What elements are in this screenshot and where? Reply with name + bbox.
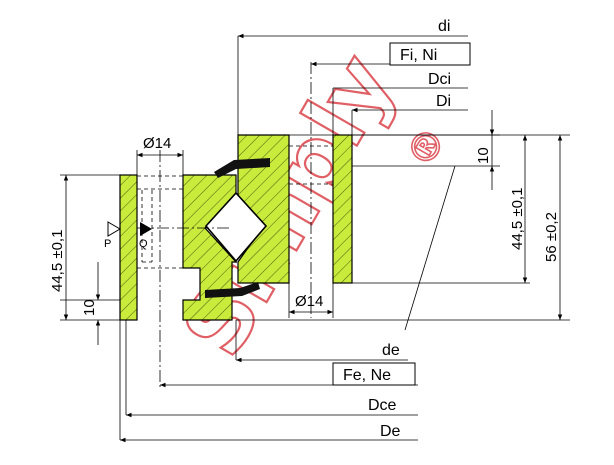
- label-fi-ni: Fi, Ni: [400, 47, 437, 64]
- seal-bottom: [205, 282, 260, 298]
- fe-ne-box: [332, 362, 416, 386]
- label-dce: Dce: [368, 397, 397, 414]
- label-dim-56: 56 ±0,2: [543, 212, 560, 262]
- label-fe-ne: Fe, Ne: [343, 367, 391, 384]
- inner-ring-right-part: [332, 134, 353, 284]
- pq-marker: [107, 221, 152, 237]
- label-de: de: [382, 342, 400, 359]
- fit-boxes: [332, 42, 471, 386]
- label-marker-p: P: [104, 238, 111, 250]
- label-di: di: [438, 18, 450, 35]
- seals: [205, 158, 270, 298]
- label-dim-10-right: 10: [475, 147, 492, 164]
- label-dia14-top: Ø14: [143, 135, 171, 152]
- label-marker-q: Q: [139, 238, 148, 250]
- fi-ni-box: [389, 42, 471, 66]
- outer-ring-left-part: [119, 174, 138, 321]
- seal-top: [214, 158, 270, 178]
- labels: di Fi, Ni Dci Di Ø14 Ø14 de Fe, Ne Dce D…: [49, 18, 560, 440]
- label-dia14-bottom: Ø14: [295, 293, 323, 310]
- inner-ring-section: [237, 134, 353, 284]
- label-dim-44-5-right: 44,5 ±0,1: [509, 188, 526, 250]
- label-Di: Di: [436, 93, 451, 110]
- label-dim-44-5-left: 44,5 ±0,1: [49, 230, 66, 292]
- centerlines: [137, 62, 333, 388]
- label-dim-10-left: 10: [81, 299, 98, 316]
- label-De: De: [380, 423, 401, 440]
- label-dci: Dci: [428, 71, 451, 88]
- dimension-lines: [60, 33, 570, 443]
- roller: [204, 191, 268, 263]
